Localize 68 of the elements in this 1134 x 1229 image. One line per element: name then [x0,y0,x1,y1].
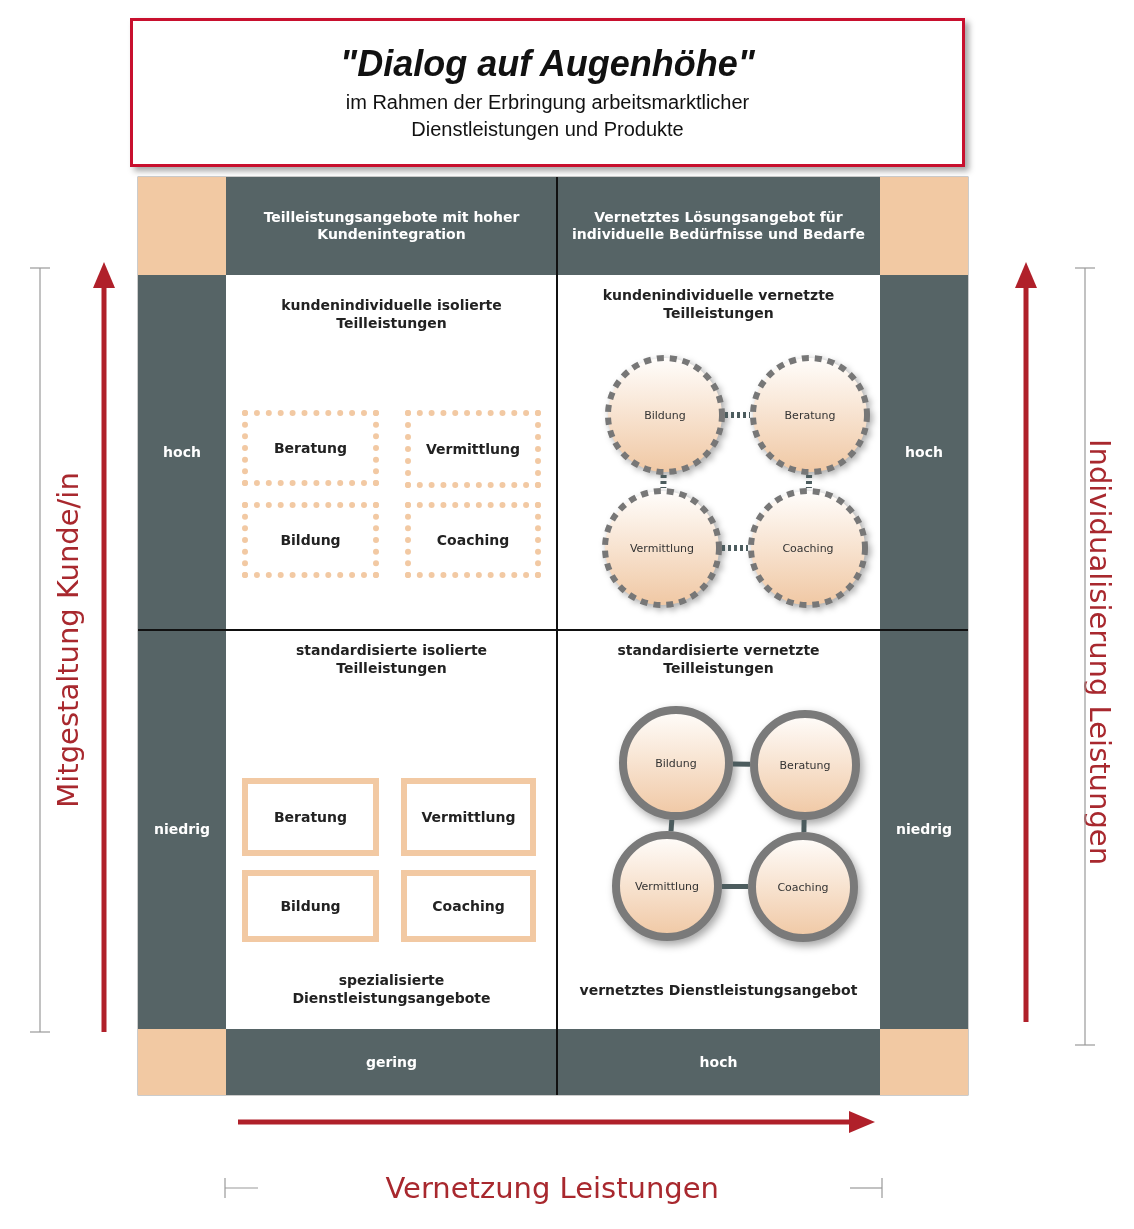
service-label: Coaching [777,880,829,894]
quadrant-heading: standardisierte isolierte Teilleistungen [294,642,489,677]
band-label: hoch [905,444,943,461]
service-box [405,410,541,488]
title: "Dialog auf Augenhöhe" [340,42,755,85]
quadrant-heading: standardisierte vernetzte Teilleistungen [616,642,821,677]
header-band [226,177,557,275]
header-band [557,1029,880,1095]
header-band [138,630,226,1029]
title-box [130,18,965,167]
service-label: Beratung [784,408,836,422]
service-label: Vermittlung [421,809,516,825]
band-label: gering [365,1053,418,1071]
service-label: Coaching [782,541,834,555]
network-link [722,545,748,551]
service-box [242,778,379,856]
service-circle [619,706,733,820]
service-circle [750,710,860,820]
subtitle: im Rahmen der Erbringung arbeitsmarktlicher Dienstleistungen und Produkte [344,89,751,142]
service-label: Coaching [432,898,505,914]
header-band [138,275,226,630]
service-circle [612,831,722,941]
service-label: Bildung [655,756,697,770]
service-circle [748,832,858,942]
service-box [242,410,379,486]
band-label: niedrig [896,821,952,838]
header-band [880,630,968,1029]
service-circle [602,488,722,608]
service-circle [748,488,868,608]
band-label: hoch [163,444,201,461]
service-label: Bildung [280,532,341,548]
service-circle [750,355,870,475]
service-label: Coaching [436,532,510,548]
network-link [721,883,749,890]
band-label: hoch [699,1053,738,1071]
service-circle [605,355,725,475]
service-label: Beratung [273,440,348,456]
service-box [405,502,541,578]
service-label: Beratung [273,809,348,825]
service-box [242,870,379,942]
quadrant-footer: vernetztes Dienstleistungsangebot [561,981,876,999]
network-link [801,819,807,833]
service-box [242,502,379,578]
quadrant-footer: spezialisierte Dienstleistungsangebote [266,972,517,1007]
header-band [557,177,880,275]
network-link [660,474,667,489]
band-label: Vernetztes Lösungsangebot für individuelle Bedürfnisse und Bedarfe [571,209,866,243]
service-label: Bildung [644,408,686,422]
service-box [401,870,536,942]
service-box [401,778,536,856]
network-link [725,412,750,418]
header-band [226,1029,557,1095]
network-link [732,761,751,767]
axis-label: Individualisierung Leistungen [1083,439,1117,865]
quadrant-heading: kundenindividuelle isolierte Teilleistungen [280,297,503,332]
axis-label: Vernetzung Leistungen [385,1171,719,1205]
band-label: niedrig [154,821,210,838]
service-label: Beratung [779,758,831,772]
service-label: Bildung [280,898,341,914]
service-label: Vermittlung [629,541,695,555]
band-label: Teilleistungsangebote mit hoher Kundenintegration [262,209,521,243]
service-label: Vermittlung [634,879,700,893]
quadrant-heading: kundenindividuelle vernetzte Teilleistungen [601,287,836,322]
network-link [805,474,813,489]
header-band [880,275,968,630]
axis-label: Mitgestaltung Kunde/in [50,472,85,808]
network-link [668,819,675,832]
service-label: Vermittlung [426,441,520,457]
